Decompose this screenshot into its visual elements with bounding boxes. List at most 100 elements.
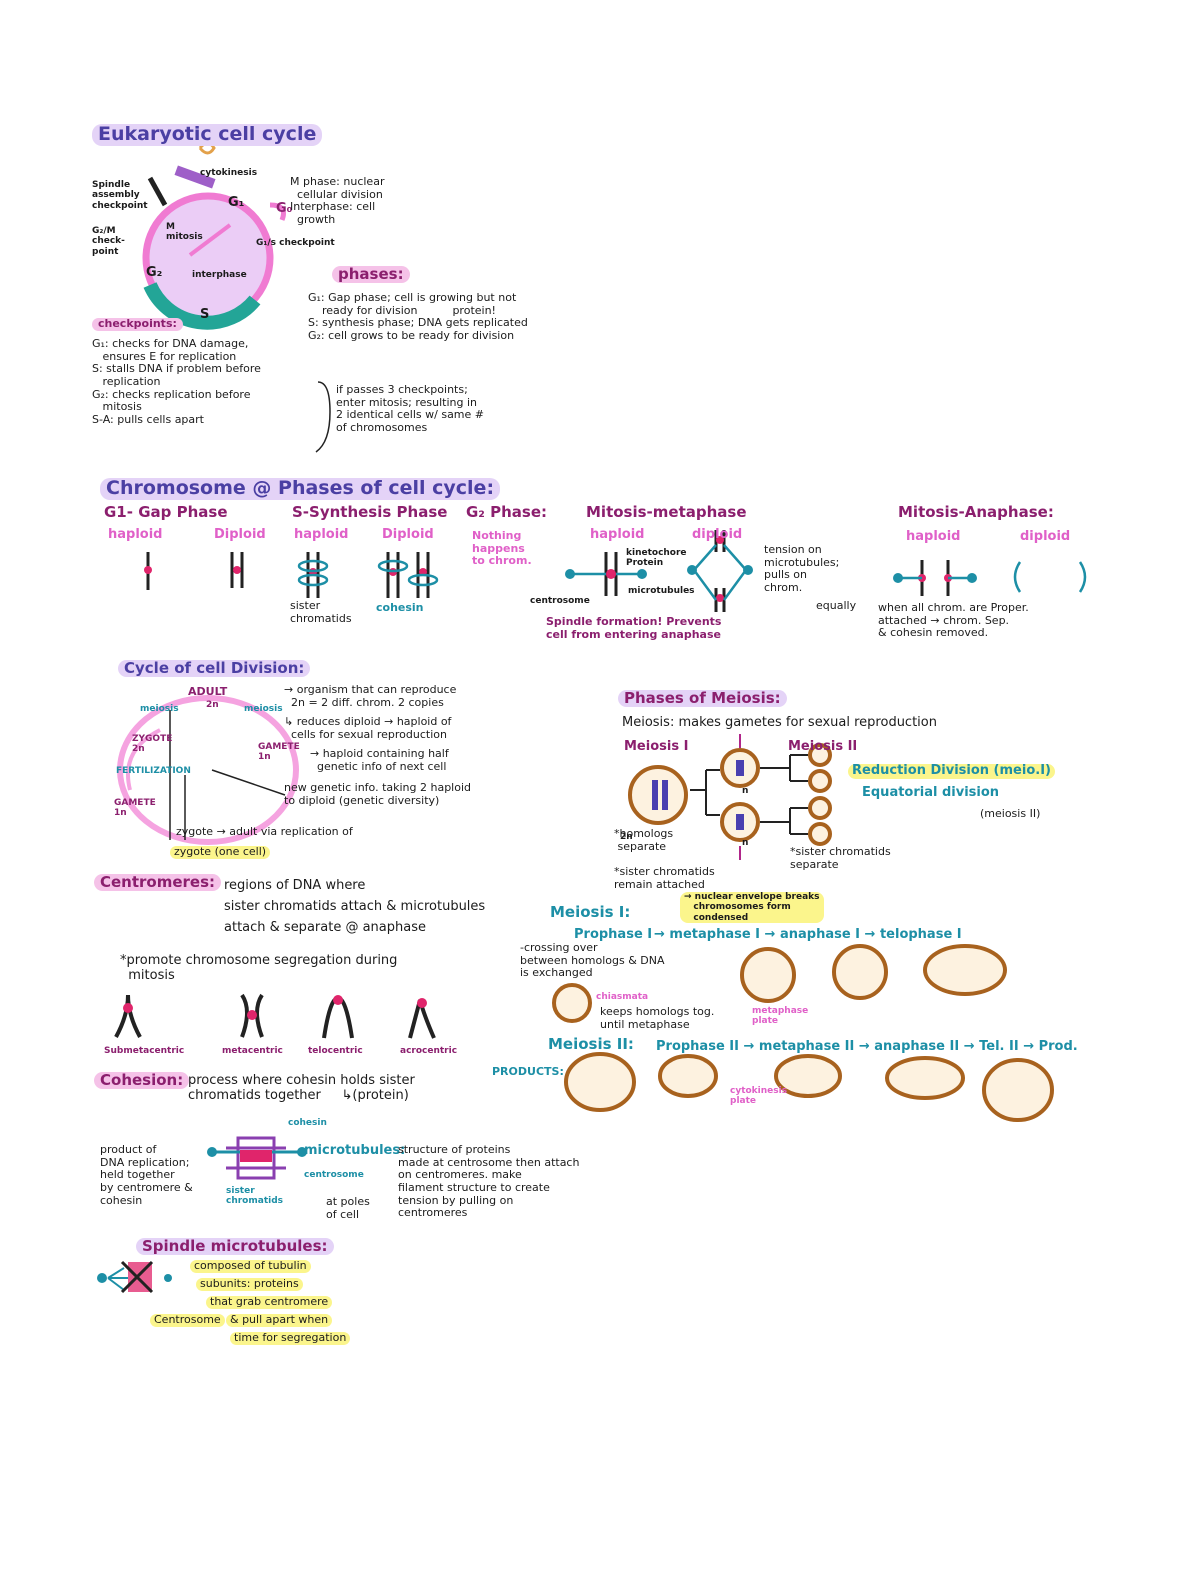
centromere-type-telocentric: telocentric [308, 1046, 363, 1056]
label-g1s-checkpoint: G₁/s checkpoint [256, 238, 335, 248]
metaphase-diploid: diploid [692, 527, 743, 542]
division-note-5: zygote → adult via replication of [176, 825, 353, 838]
anaphase-diploid: diploid [1020, 529, 1071, 544]
centromeres-text: regions of DNA where sister chromatids a… [224, 878, 486, 935]
zygote-label: ZYGOTE 2n [132, 734, 173, 755]
meiosis-left-label: meiosis [140, 704, 179, 714]
spindle-drawing [97, 1260, 172, 1294]
g1-diploid: Diploid [214, 527, 266, 542]
cell-cycle-diagram [142, 141, 286, 330]
cohesion-product: product of DNA replication; held togethe… [100, 1143, 193, 1207]
spindle-line-2: subunits: proteins [196, 1277, 303, 1291]
cohesion-drawing [207, 1136, 307, 1180]
centromere-type-submetacentric: Submetacentric [104, 1046, 185, 1056]
division-cycle-loop [117, 695, 299, 845]
microtubules-label: microtubules [628, 586, 695, 596]
spindle-formation-note: Spindle formation! Prevents cell from en… [546, 615, 722, 641]
equational-division: Equatorial division [862, 785, 1000, 800]
reduction-division: Reduction Division (meio.I) [848, 763, 1055, 779]
microtubules-title: microtubules: [304, 1143, 406, 1158]
checkpoints-title: checkpoints: [92, 317, 183, 331]
spindle-line-4: Centrosome [150, 1313, 225, 1327]
spindle-line-6: time for segregation [230, 1331, 351, 1345]
label-interphase: interphase [192, 270, 247, 280]
centromeres-promote: *promote chromosome segregation during m… [120, 953, 398, 983]
ploidy-n-top: n [742, 786, 749, 796]
meiosis-cell-drawings [552, 743, 1054, 1122]
meiosis-1-label: Meiosis I [624, 739, 689, 754]
meiosis-2-sequence: Prophase II → metaphase II → anaphase II… [656, 1039, 1078, 1054]
crossing-over-note: -crossing over between homologs & DNA is… [520, 941, 665, 980]
kinetochore-label: kinetochore Protein [626, 548, 687, 569]
passes-note: if passes 3 checkpoints; enter mitosis; … [336, 383, 485, 434]
meiosis-2-heading: Meiosis II: [548, 1035, 634, 1053]
cohesion-title: Cohesion: [94, 1071, 190, 1090]
chiasmata-label: chiasmata [596, 992, 649, 1002]
label-spindle-checkpoint: Spindle assembly checkpoint [92, 180, 148, 211]
sister-separate: *sister chromatids separate [790, 845, 891, 871]
sister-remain-attached: *sister chromatids remain attached [614, 865, 715, 891]
keeps-homologs-note: keeps homologs tog. until metaphase [600, 1005, 715, 1031]
centromere-type-metacentric: metacentric [222, 1046, 283, 1056]
label-g2m-checkpoint: G₂/M check- point [92, 226, 125, 257]
s-cohesin: cohesin [376, 601, 424, 614]
chromosome-title: Chromosome @ Phases of cell cycle: [100, 477, 501, 500]
meiosis-title: Phases of Meiosis: [618, 689, 787, 708]
nuclear-envelope-note: → nuclear envelope breaks chromosomes fo… [680, 892, 824, 924]
label-s: S [200, 307, 210, 322]
metaphase-haploid: haploid [590, 527, 645, 542]
label-m: M mitosis [166, 222, 203, 243]
phases-text: G₁: Gap phase; cell is growing but not r… [308, 291, 528, 342]
gamete-right-label: GAMETE 1n [258, 742, 300, 763]
meiosis-definition: Meiosis: makes gametes for sexual reprod… [622, 715, 937, 730]
cell-cycle-title: Eukaryotic cell cycle [92, 123, 323, 146]
ploidy-n-bottom: n [742, 838, 749, 848]
division-note-1: → organism that can reproduce 2n = 2 dif… [284, 683, 457, 709]
metaphase-plate-label: metaphase plate [752, 1006, 809, 1027]
equally-note: equally [816, 599, 857, 612]
spindle-title: Spindle microtubules: [136, 1237, 334, 1256]
meiosis-1-heading: Meiosis I: [550, 903, 631, 921]
cohesion-centrosome-label: centrosome [304, 1170, 364, 1180]
g2-note: Nothing happens to chrom. [472, 529, 532, 568]
spindle-line-1: composed of tubulin [190, 1259, 311, 1273]
adult-label: ADULT [188, 685, 228, 698]
checkpoints-text: G₁: checks for DNA damage, ensures E for… [92, 337, 261, 426]
cytokinesis-plate-label: cytokinesis plate [730, 1086, 788, 1107]
cohesion-text: process where cohesin holds sister chrom… [188, 1073, 415, 1103]
s-title: S-Synthesis Phase [292, 503, 448, 521]
label-cytokinesis: cytokinesis [200, 168, 258, 178]
adult-2n-label: 2n [206, 700, 219, 710]
products-label: PRODUCTS: [492, 1065, 564, 1078]
label-g1: G₁ [228, 195, 245, 210]
spindle-line-3: that grab centromere [206, 1295, 333, 1309]
g1-haploid: haploid [108, 527, 163, 542]
tension-note: tension on microtubules; pulls on chrom. [764, 543, 840, 594]
division-note-3: → haploid containing half genetic info o… [310, 747, 449, 773]
anaphase-title: Mitosis-Anaphase: [898, 503, 1054, 521]
homologs-separate: *homologs separate [614, 827, 674, 853]
g2-title: G₂ Phase: [466, 503, 547, 521]
centrosome-label: centrosome [530, 596, 590, 606]
cohesion-sister-label: sister chromatids [226, 1186, 284, 1207]
prophase-1: Prophase I [574, 927, 653, 942]
s-diploid: Diploid [382, 527, 434, 542]
cohesion-at-poles: at poles of cell [326, 1195, 370, 1221]
meiosis-right-label: meiosis [244, 704, 283, 714]
g1-title: G1- Gap Phase [104, 503, 228, 521]
s-haploid: haploid [294, 527, 349, 542]
microtubules-text: structure of proteins made at centrosome… [398, 1143, 580, 1220]
spindle-line-5: & pull apart when [226, 1313, 333, 1327]
centromere-type-acrocentric: acrocentric [400, 1046, 458, 1056]
meiosis-2-paren: (meiosis II) [980, 807, 1041, 820]
division-note-4: new genetic info. taking 2 haploid to di… [284, 781, 472, 807]
meiosis-1-sequence: → metaphase I → anaphase I → telophase I [654, 927, 962, 942]
fertilization-label: FERTILIZATION [116, 766, 191, 776]
anaphase-haploid: haploid [906, 529, 961, 544]
s-sister-chromatids: sister chromatids [290, 599, 352, 625]
meiosis-2-label: Meiosis II [788, 739, 858, 754]
division-note-2: ↳ reduces diploid → haploid of cells for… [284, 715, 452, 741]
phase-definitions: M phase: nuclear cellular division Inter… [290, 175, 385, 226]
gamete-left-label: GAMETE 1n [114, 798, 156, 819]
